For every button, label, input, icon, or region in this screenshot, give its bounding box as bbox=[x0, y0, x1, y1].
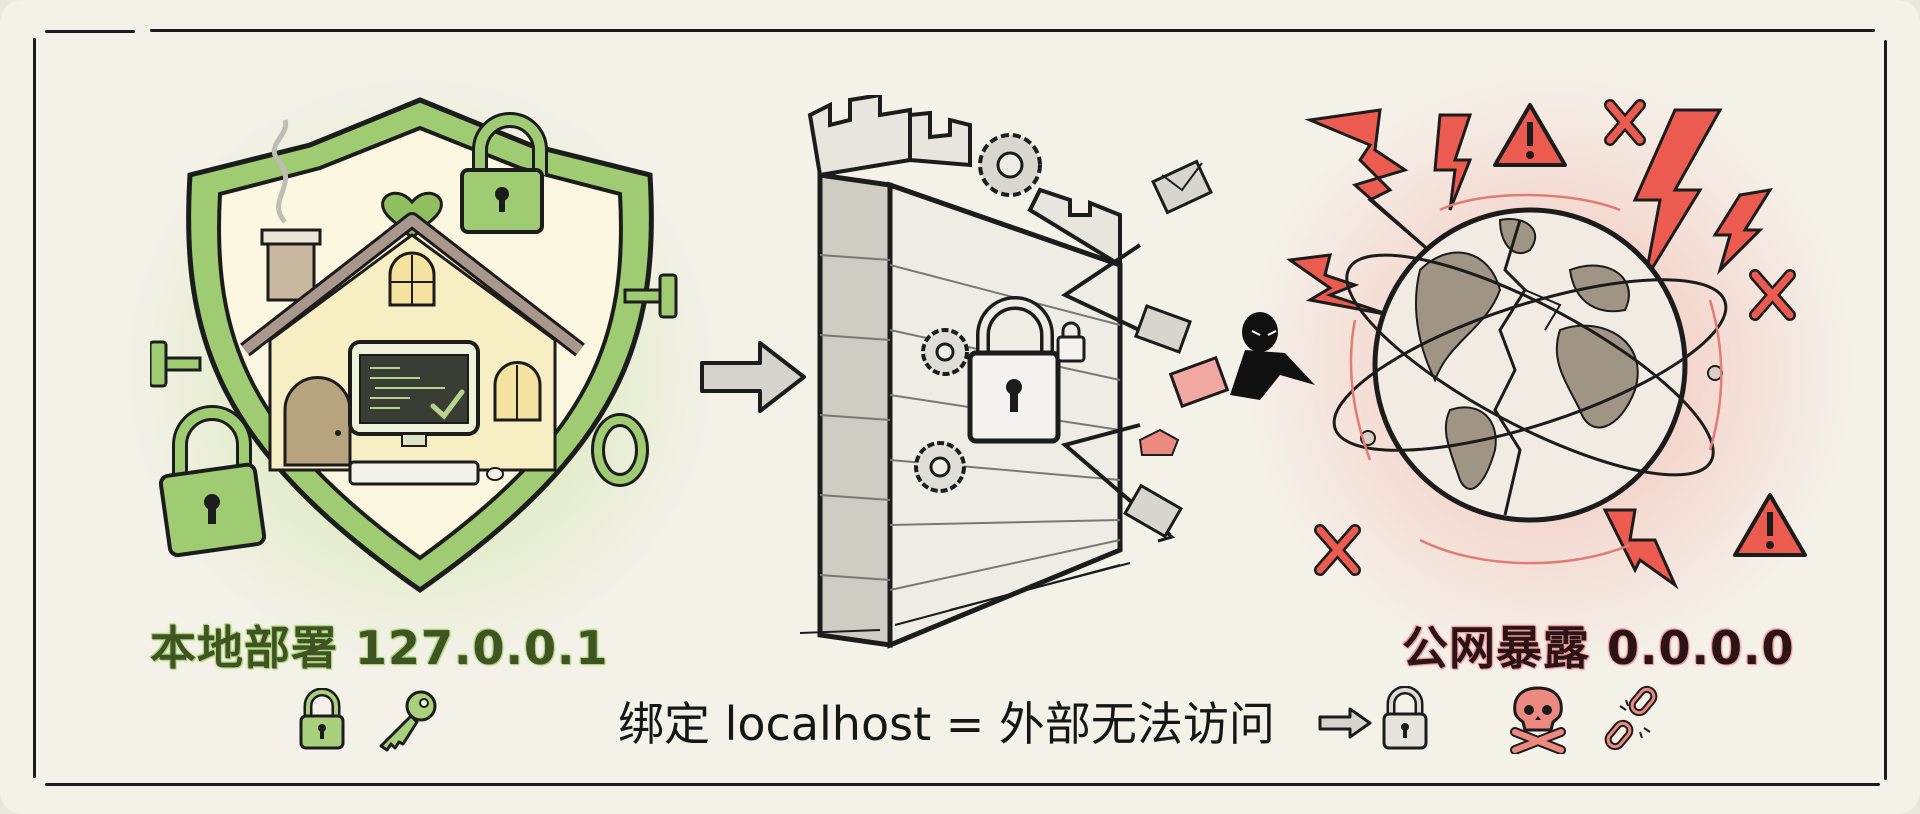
skull-crossbones-icon bbox=[1505, 684, 1571, 754]
arrow-right-icon bbox=[1318, 706, 1374, 740]
warning-triangle-icon bbox=[1493, 103, 1567, 167]
padlock-icon bbox=[1381, 686, 1429, 752]
frame-bottom bbox=[45, 783, 1880, 786]
public-exposure-title: 公网暴露 0.0.0.0 bbox=[1402, 621, 1795, 675]
lightning-icon bbox=[1602, 508, 1679, 590]
lightning-icon bbox=[1304, 108, 1441, 262]
lightning-icon bbox=[1433, 113, 1473, 211]
padlock-icon bbox=[298, 688, 346, 752]
key-icon bbox=[375, 688, 439, 752]
envelope-icon bbox=[1123, 483, 1183, 539]
lightning-icon bbox=[1712, 187, 1774, 276]
shield-house-illustration bbox=[150, 90, 690, 600]
frame-top-left bbox=[45, 30, 135, 33]
padlock-icon bbox=[1056, 335, 1086, 363]
firewall-castle-illustration bbox=[800, 95, 1320, 655]
envelope-icon bbox=[1151, 159, 1213, 215]
caption-text: 绑定 localhost = 外部无法访问 bbox=[618, 697, 1275, 751]
warning-triangle-icon bbox=[1733, 493, 1807, 557]
local-deploy-title: 本地部署 127.0.0.1 bbox=[150, 621, 609, 675]
globe-icon bbox=[1372, 207, 1688, 523]
broken-chain-icon bbox=[1600, 684, 1670, 754]
lightning-icon bbox=[1285, 253, 1391, 317]
envelope-icon bbox=[1168, 355, 1230, 409]
hacker-icon bbox=[1230, 312, 1315, 400]
frame-left bbox=[33, 38, 36, 778]
frame-right bbox=[1884, 40, 1887, 780]
arrow-right-icon bbox=[698, 337, 810, 417]
keyboard-icon bbox=[348, 460, 480, 486]
frame-top bbox=[150, 29, 1875, 32]
lightning-icon bbox=[1632, 108, 1723, 281]
check-icon bbox=[430, 389, 465, 420]
cracked-globe-illustration bbox=[1270, 90, 1830, 610]
envelope-icon bbox=[1133, 304, 1193, 354]
